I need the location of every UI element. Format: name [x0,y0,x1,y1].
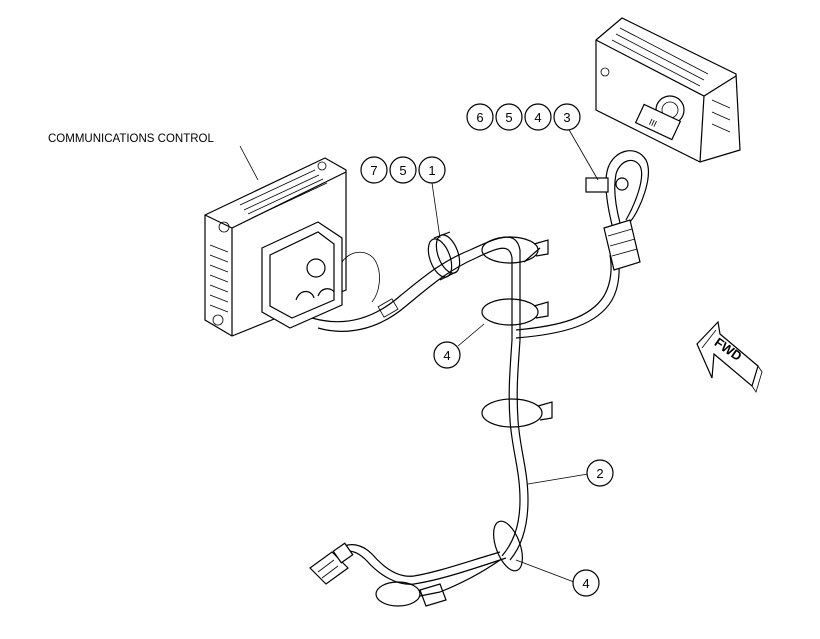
fwd-label: FWD [712,335,745,364]
callout-1[interactable]: 1 [418,156,446,184]
svg-text:4: 4 [582,576,589,591]
module-badge: III [647,117,658,129]
harness-main-trunk[interactable] [469,236,541,561]
callout-6[interactable]: 6 [466,103,494,131]
harness-lower-branch[interactable] [309,517,528,607]
callout-5-upper-right[interactable]: 5 [495,103,523,131]
callout-5-upper-left[interactable]: 5 [389,156,417,184]
harness-branch-right[interactable] [515,150,649,339]
electronic-module-right[interactable]: III [595,17,741,163]
svg-text:5: 5 [505,110,512,125]
fwd-arrow: FWD [696,320,763,393]
callout-leaders [431,127,599,583]
communications-control-leader [239,145,259,181]
svg-text:4: 4 [534,110,541,125]
callout-4-middle[interactable]: 4 [433,341,461,369]
callout-3[interactable]: 3 [553,103,581,131]
clamp-1[interactable] [424,231,464,281]
harness-branch-left[interactable] [311,249,477,332]
callout-7[interactable]: 7 [360,156,388,184]
callout-4-top[interactable]: 4 [524,103,552,131]
svg-text:4: 4 [443,348,450,363]
svg-text:7: 7 [370,163,377,178]
clamp-upper[interactable] [481,236,549,264]
svg-text:5: 5 [399,163,406,178]
clamp-lower[interactable] [481,398,553,428]
clamp-mid[interactable] [481,298,549,326]
callout-2[interactable]: 2 [586,459,614,487]
svg-text:3: 3 [563,110,570,125]
communications-control-label: COMMUNICATIONS CONTROL [48,133,215,145]
callout-4-bottom[interactable]: 4 [572,569,600,597]
svg-text:1: 1 [428,163,435,178]
svg-text:6: 6 [476,110,483,125]
svg-text:2: 2 [596,466,603,481]
communications-control-module[interactable] [204,157,347,337]
